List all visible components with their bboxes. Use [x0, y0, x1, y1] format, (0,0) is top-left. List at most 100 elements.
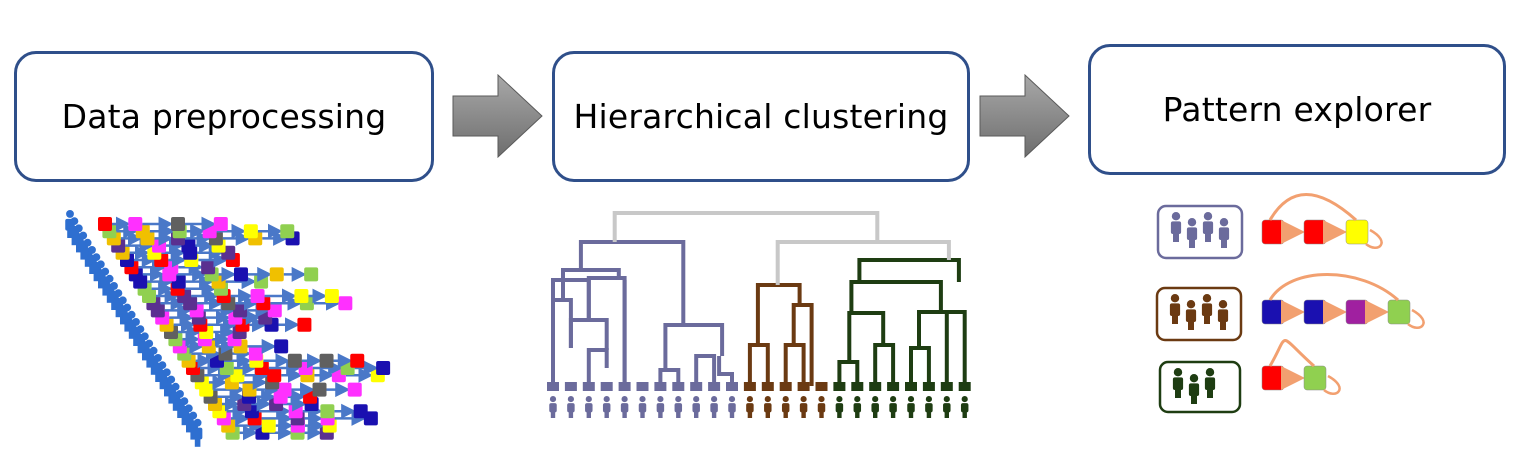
person-icon	[960, 396, 969, 418]
person-icon	[1201, 294, 1213, 324]
event-square-icon	[319, 353, 334, 368]
event-square-icon	[171, 217, 186, 231]
person-icon	[925, 396, 933, 418]
leaf-node	[564, 382, 577, 391]
leaf-node	[797, 382, 810, 391]
dendrogram-link	[857, 258, 961, 282]
person-icon	[710, 396, 718, 418]
person-icon	[781, 396, 790, 418]
person-icon	[943, 396, 951, 418]
person-icon	[567, 396, 575, 418]
person-icon	[549, 396, 557, 418]
event-square-icon	[269, 267, 284, 282]
person-icon	[192, 418, 203, 447]
leaf-node	[869, 382, 882, 391]
event-square-icon	[213, 217, 228, 231]
event-square-icon	[350, 353, 365, 368]
leaf-node	[743, 382, 756, 391]
event-square-icon	[248, 346, 263, 361]
dendrogram-link	[561, 268, 621, 300]
dendrogram-link	[551, 298, 573, 386]
event-square-icon	[376, 361, 391, 375]
person-icon	[835, 396, 844, 418]
person-icon	[1169, 294, 1181, 324]
event-square-icon	[320, 404, 335, 419]
leaf-node	[761, 382, 774, 391]
event-square-icon	[243, 224, 258, 239]
event-square-icon	[280, 224, 295, 239]
event-square-icon	[218, 346, 233, 361]
dendrogram-link	[586, 276, 627, 386]
dendrogram-link	[663, 323, 725, 370]
curved-transition-arrow	[1268, 339, 1316, 368]
person-icon	[1170, 212, 1182, 242]
dendrogram-link	[917, 310, 955, 348]
event-square-icon	[98, 217, 112, 231]
person-icon	[692, 396, 700, 418]
curved-transition-arrow	[1268, 273, 1399, 302]
stage-label-clustering: Hierarchical clustering	[573, 97, 949, 136]
cluster-group-box	[1158, 360, 1242, 414]
stage-box-clustering: Hierarchical clustering	[552, 51, 970, 182]
leaf-node	[636, 382, 649, 391]
leaf-node	[582, 382, 595, 391]
leaf-node	[958, 382, 971, 391]
person-icon	[1202, 212, 1214, 242]
event-square-icon	[294, 289, 309, 303]
event-square-icon	[338, 296, 353, 311]
event-square-icon	[297, 317, 312, 332]
state-square-icon	[1303, 365, 1327, 391]
event-square-icon	[274, 339, 289, 354]
person-icon	[1217, 300, 1229, 330]
stage-box-explorer: Pattern explorer	[1088, 44, 1506, 175]
event-square-icon	[288, 404, 303, 419]
dendrogram-link	[909, 346, 931, 386]
leaf-node	[833, 382, 846, 391]
leaf-node	[708, 382, 721, 391]
person-icon	[1188, 374, 1200, 404]
leaf-node	[851, 382, 864, 391]
person-icon	[853, 396, 862, 418]
leaf-node	[922, 382, 935, 391]
dendrogram-link	[747, 343, 770, 386]
dendrogram-link	[791, 303, 814, 386]
dendrogram-link	[694, 354, 717, 386]
dendrogram-link	[783, 343, 806, 386]
person-icon	[889, 396, 897, 418]
event-square-icon	[267, 368, 282, 383]
person-icon	[1185, 300, 1197, 330]
leaf-node	[779, 382, 792, 391]
right-arrow-icon	[979, 74, 1070, 158]
leaf-node	[726, 382, 738, 391]
dendrogram-link	[849, 280, 943, 313]
dendrogram-link	[717, 356, 734, 386]
person-icon	[1186, 218, 1198, 248]
leaf-node	[690, 382, 703, 391]
dendrogram-link	[944, 310, 967, 386]
person-icon	[871, 396, 879, 418]
leaf-node	[547, 382, 559, 391]
cluster-group-box	[1155, 286, 1243, 342]
person-icon	[585, 396, 593, 418]
right-arrow-icon	[452, 74, 543, 158]
person-icon	[817, 396, 826, 418]
person-icon	[656, 396, 665, 418]
event-sequence-illustration	[65, 210, 391, 447]
event-square-icon	[312, 382, 327, 397]
self-loop-icon	[1407, 308, 1425, 329]
dendrogram	[547, 211, 971, 418]
person-icon	[1172, 368, 1184, 398]
leaf-node	[600, 382, 613, 391]
event-square-icon	[230, 368, 245, 383]
event-square-icon	[267, 303, 282, 318]
person-icon	[799, 396, 808, 418]
state-square-icon	[1261, 365, 1285, 391]
event-square-icon	[128, 217, 143, 231]
event-square-icon	[277, 382, 292, 397]
person-icon	[1204, 368, 1216, 398]
leaf-node	[887, 382, 900, 391]
state-square-icon	[1261, 219, 1285, 245]
event-square-icon	[261, 418, 276, 433]
event-square-icon	[353, 404, 368, 419]
state-square-icon	[1387, 299, 1411, 325]
